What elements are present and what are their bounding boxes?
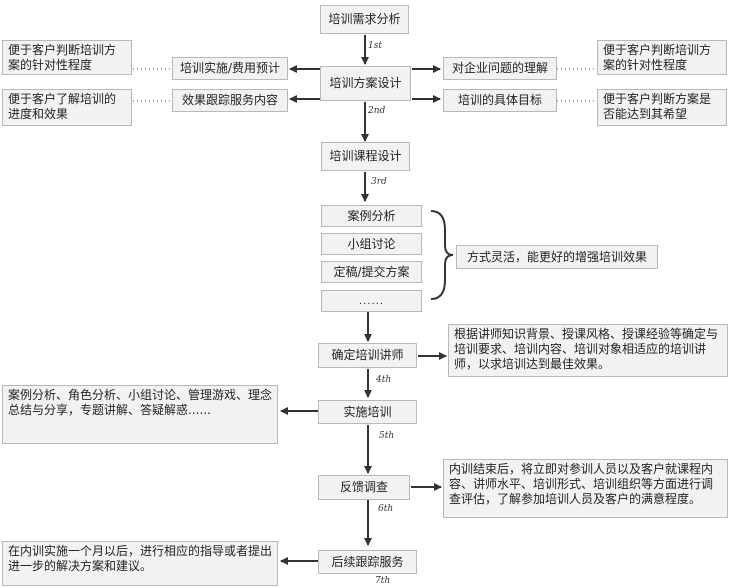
plan-right-understanding: 对企业问题的理解 [443,57,557,80]
node-label: 反馈调查 [339,480,388,494]
method-label: 定稿/提交方案 [333,264,410,279]
plan-left-tracking: 效果跟踪服务内容 [172,89,288,112]
node-label: 确定培训讲师 [331,348,404,362]
step-2nd: 2nd [368,106,386,116]
plan-left-cost: 培训实施/费用预计 [172,57,288,80]
feedback-note: 内训结束后，将立即对参训人员以及客户就课程内容、讲师水平、培训形式、培训组织等方… [443,459,728,518]
node-label: 培训需求分析 [328,12,401,26]
node-trainer: 确定培训讲师 [318,343,417,368]
node-feedback: 反馈调查 [318,475,410,500]
node-label: 培训课程设计 [329,149,402,163]
node-label: 培训方案设计 [329,76,402,90]
step-6th: 6th [378,504,394,514]
step-3rd: 3rd [371,177,387,187]
implement-note: 案例分析、角色分析、小组讨论、管理游戏、理念总结与分享，专题讲解、答疑解惑...… [2,385,278,444]
trainer-note: 根据讲师知识背景、授课风格、授课经验等确定与培训要求、培训内容、培训对象相适应的… [448,324,728,377]
plan-left-note-2: 便于客户了解培训的进度和效果 [2,89,132,126]
node-followup: 后续跟踪服务 [318,550,417,574]
node-plan-design: 培训方案设计 [320,66,411,101]
step-7th: 7th [375,576,391,586]
method-label: 案例分析 [347,208,396,223]
node-label: 后续跟踪服务 [331,554,404,569]
methods-note-label: 方式灵活，能更好的增强培训效果 [466,249,647,264]
method-case-analysis: 案例分析 [321,205,422,227]
methods-note: 方式灵活，能更好的增强培训效果 [456,245,658,269]
node-implement: 实施培训 [318,400,417,424]
method-group-discussion: 小组讨论 [321,233,422,255]
method-label: 小组讨论 [347,236,396,251]
plan-right-goals: 培训的具体目标 [443,89,557,112]
plan-right-note-1: 便于客户判断培训方案的针对性程度 [597,40,727,75]
node-needs-analysis: 培训需求分析 [320,5,409,34]
plan-right-note-2: 便于客户判断方案是否能达到其希望 [597,89,727,126]
methods-brace [430,210,454,300]
plan-right-understanding-label: 对企业问题的理解 [451,61,548,75]
method-label: ...... [358,295,385,307]
node-label: 实施培训 [343,404,392,419]
plan-right-goals-label: 培训的具体目标 [457,93,542,107]
step-1st: 1st [368,41,382,51]
plan-left-tracking-label: 效果跟踪服务内容 [181,93,278,107]
step-5th: 5th [379,431,395,441]
method-more: ...... [321,290,422,312]
plan-left-cost-label: 培训实施/费用预计 [179,61,281,75]
step-4th: 4th [376,375,392,385]
method-finalize-proposal: 定稿/提交方案 [321,261,422,283]
plan-left-note-1: 便于客户判断培训方案的针对性程度 [2,40,132,75]
followup-note: 在内训实施一个月以后，进行相应的指导或者提出进一步的解决方案和建议。 [2,541,278,586]
node-course-design: 培训课程设计 [321,142,410,171]
